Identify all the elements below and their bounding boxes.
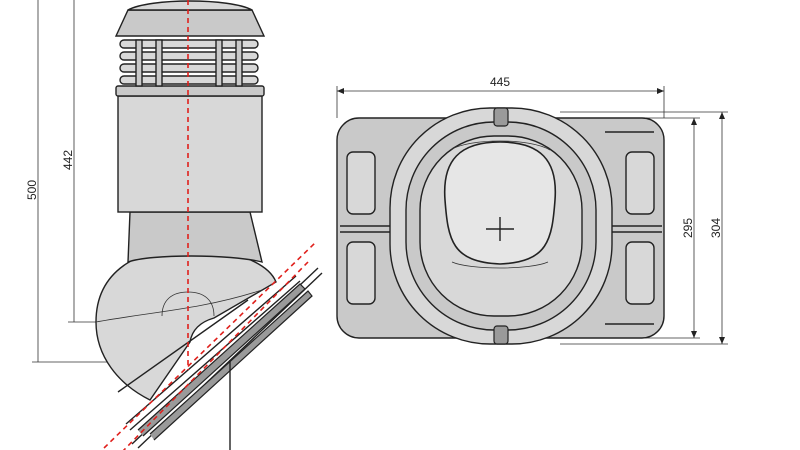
dim-label-442: 442 (61, 150, 75, 170)
dim-label-295: 295 (681, 218, 695, 238)
notch-top (493, 107, 509, 127)
vent-collar (127, 211, 263, 264)
side-view: 500 442 (25, 0, 323, 450)
pipe-opening (443, 141, 557, 265)
dim-label-304: 304 (709, 218, 723, 238)
dimension-base-width: 445 (336, 75, 665, 118)
dimension-body-height: 442 (61, 0, 110, 323)
notch-bottom (493, 325, 509, 345)
dimension-base-depth-outer: 304 (560, 111, 728, 345)
centre-cross (486, 217, 514, 241)
vent-cap-ring (115, 85, 265, 97)
tile-strip-2 (149, 290, 313, 441)
vent-pipe-body (117, 95, 263, 213)
vent-top-cap (114, 9, 266, 37)
dim-label-500: 500 (25, 180, 39, 200)
vent-cap-louvres (119, 39, 259, 87)
plan-view: 445 304 295 (336, 75, 728, 345)
base-ribs (340, 131, 662, 325)
vent-elbow (95, 247, 277, 401)
tile-strip-1 (137, 283, 306, 437)
dim-label-445: 445 (490, 75, 510, 89)
roof-flashing (125, 267, 323, 450)
roof-axis-line-1 (103, 241, 317, 449)
